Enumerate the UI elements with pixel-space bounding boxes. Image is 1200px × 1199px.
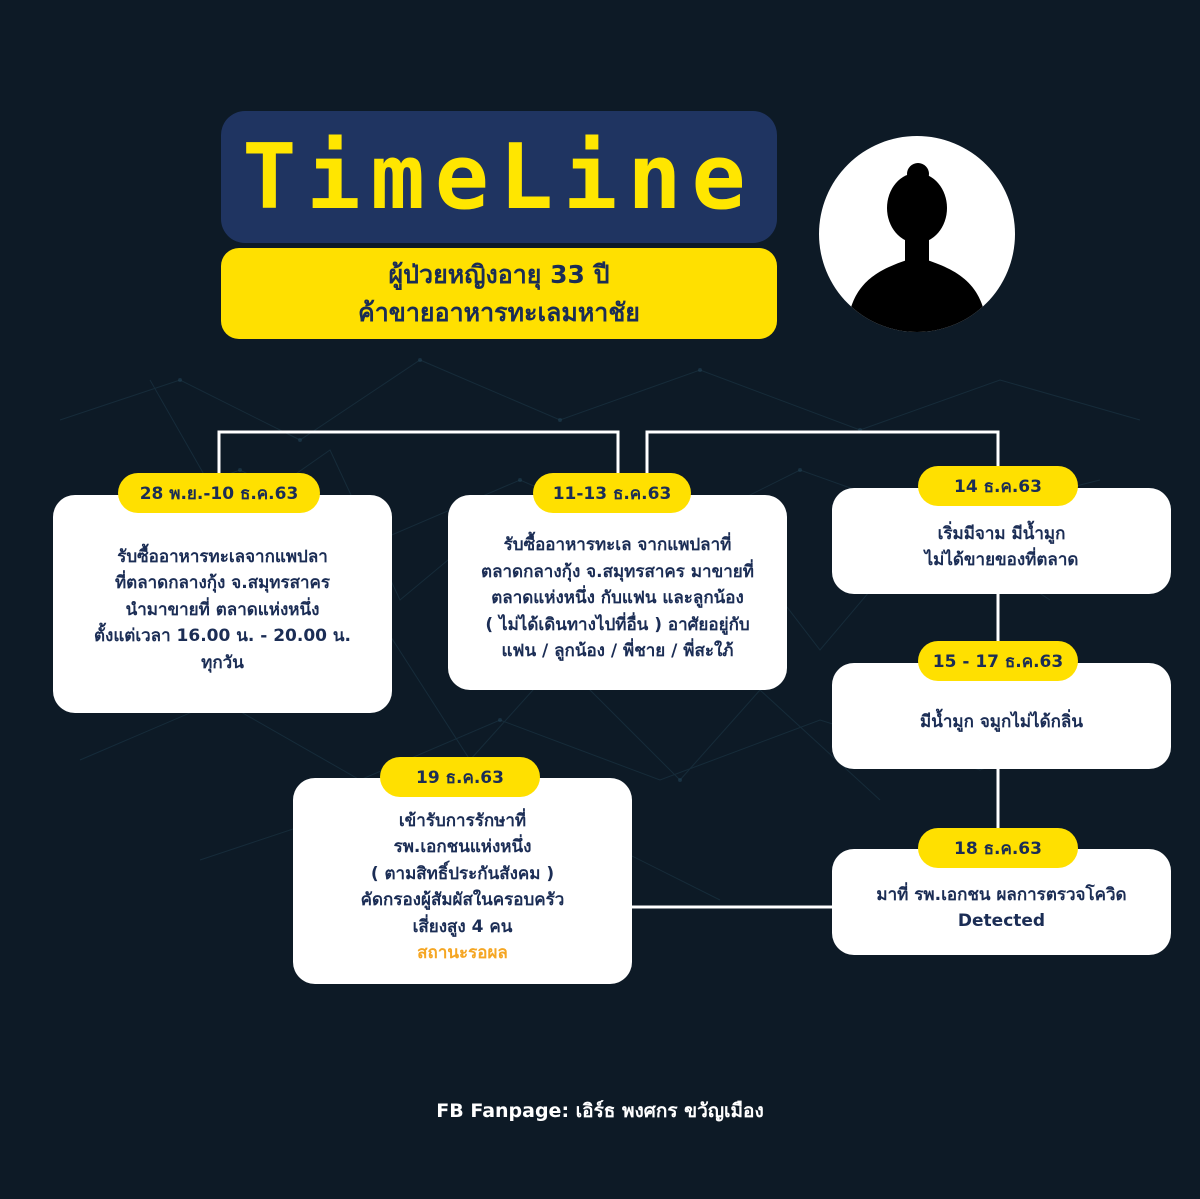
card-2-line-2: ตลาดกลางกุ้ง จ.สมุทรสาคร มาขายที่ [481, 561, 754, 582]
card-3-line-2: ไม่ได้ขายของที่ตลาด [924, 550, 1079, 570]
card-1-line-3: นำมาขายที่ ตลาดแห่งหนึ่ง [125, 599, 320, 620]
card-6-line-3: ( ตามสิทธิ์ประกันสังคม ) [370, 863, 555, 884]
patient-avatar [819, 136, 1015, 332]
status-text: สถานะรอผล [417, 943, 508, 963]
card-6-line-5: เสี่ยงสูง 4 คน [412, 916, 513, 937]
timeline-card-1: รับซื้ออาหารทะเลจากแพปลา ที่ตลาดกลางกุ้ง… [53, 495, 392, 713]
patient-info-line-1: ผู้ป่วยหญิงอายุ 33 ปี [388, 259, 610, 289]
card-5-line-1: มาที่ รพ.เอกชน ผลการตรวจโควิด [876, 884, 1127, 905]
date-badge-5: 18 ธ.ค.63 [918, 828, 1078, 868]
card-2-line-5: แฟน / ลูกน้อง / พี่ชาย / พี่สะใภ้ [501, 641, 734, 662]
timeline-card-6: เข้ารับการรักษาที่ รพ.เอกชนแห่งหนึ่ง ( ต… [293, 778, 632, 984]
timeline-card-2: รับซื้ออาหารทะเล จากแพปลาที่ ตลาดกลางกุ้… [448, 495, 787, 690]
card-1-line-5: ทุกวัน [201, 652, 244, 673]
date-badge-4: 15 - 17 ธ.ค.63 [918, 641, 1078, 681]
card-1-line-4: ตั้งแต่เวลา 16.00 น. - 20.00 น. [93, 626, 351, 647]
title-banner: TimeLine [221, 111, 777, 243]
card-6-line-2: รพ.เอกชนแห่งหนึ่ง [393, 837, 532, 857]
date-badge-3: 14 ธ.ค.63 [918, 466, 1078, 506]
card-1-line-2: ที่ตลาดกลางกุ้ง จ.สมุทรสาคร [114, 573, 331, 594]
date-badge-1: 28 พ.ย.-10 ธ.ค.63 [118, 473, 320, 513]
woman-silhouette-icon [847, 163, 987, 332]
card-5-line-2: Detected [957, 911, 1046, 931]
card-2-line-3: ตลาดแห่งหนึ่ง กับแฟน และลูกน้อง [491, 588, 744, 609]
card-2-line-4: ( ไม่ได้เดินทางไปที่อื่น ) อาศัยอยู่กับ [485, 614, 750, 635]
card-2-line-1: รับซื้ออาหารทะเล จากแพปลาที่ [503, 535, 732, 556]
card-3-line-1: เริ่มมีจาม มีน้ำมูก [937, 523, 1066, 544]
patient-info-banner: ผู้ป่วยหญิงอายุ 33 ปี ค้าขายอาหารทะเลมหา… [221, 248, 777, 339]
footer-credit: FB Fanpage: เอิร์ธ พงศกร ขวัญเมือง [436, 1100, 764, 1122]
card-1-line-1: รับซื้ออาหารทะเลจากแพปลา [117, 546, 328, 567]
date-badge-6: 19 ธ.ค.63 [380, 757, 540, 797]
card-6-line-4: คัดกรองผู้สัมผัสในครอบครัว [360, 890, 565, 910]
card-6-line-1: เข้ารับการรักษาที่ [398, 810, 527, 831]
page-title: TimeLine [242, 124, 756, 230]
date-badge-2: 11-13 ธ.ค.63 [533, 473, 691, 513]
patient-info-line-2: ค้าขายอาหารทะเลมหาชัย [358, 297, 640, 327]
card-4-line-1: มีน้ำมูก จมูกไม่ได้กลิ่น [920, 711, 1083, 732]
